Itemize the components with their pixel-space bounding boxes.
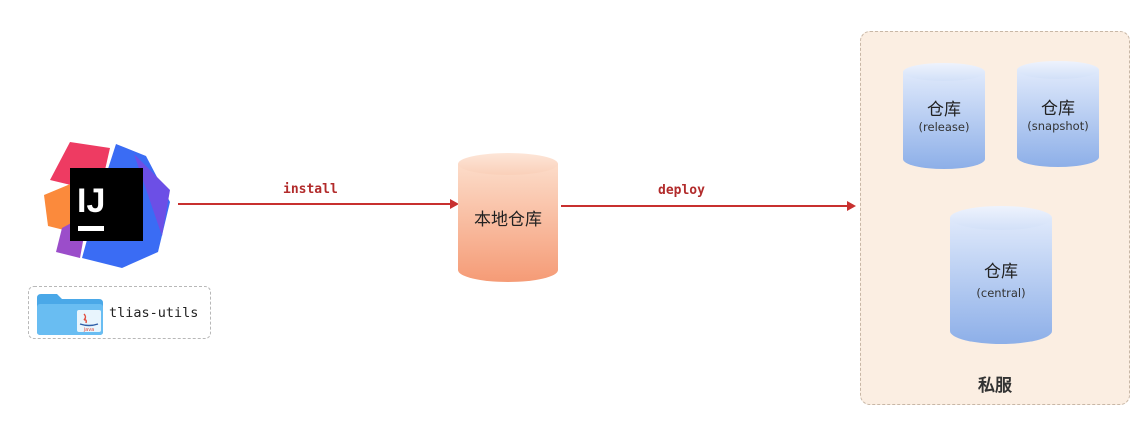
snapshot-repo-cylinder-icon [1017, 61, 1099, 167]
install-label: install [283, 182, 338, 197]
release-repo-type: (release) [918, 120, 970, 134]
local-repo-label: 本地仓库 [474, 210, 542, 230]
java-badge-text: java [83, 327, 94, 333]
java-folder-icon: java [37, 294, 103, 335]
release-repo-cylinder-icon [903, 63, 985, 169]
snapshot-repo-type: (snapshot) [1027, 119, 1089, 133]
project-name: tlias-utils [109, 305, 199, 321]
deploy-arrowhead [847, 201, 856, 211]
intellij-logo-icon: IJ [44, 142, 170, 268]
install-arrowhead [450, 199, 459, 209]
central-repo-cylinder-icon [950, 206, 1052, 344]
deploy-label: deploy [658, 183, 705, 198]
snapshot-repo-name: 仓库 [1041, 99, 1075, 119]
deploy-arrow [561, 205, 847, 207]
local-repo-cylinder-icon [458, 153, 558, 282]
ij-logo-text: IJ [77, 182, 105, 220]
central-repo-type: (central) [976, 286, 1026, 300]
release-repo-name: 仓库 [927, 100, 961, 120]
private-server-title: 私服 [978, 376, 1012, 396]
install-arrow [178, 203, 450, 205]
project-box: java tlias-utils [28, 286, 211, 339]
central-repo-name: 仓库 [984, 262, 1018, 282]
